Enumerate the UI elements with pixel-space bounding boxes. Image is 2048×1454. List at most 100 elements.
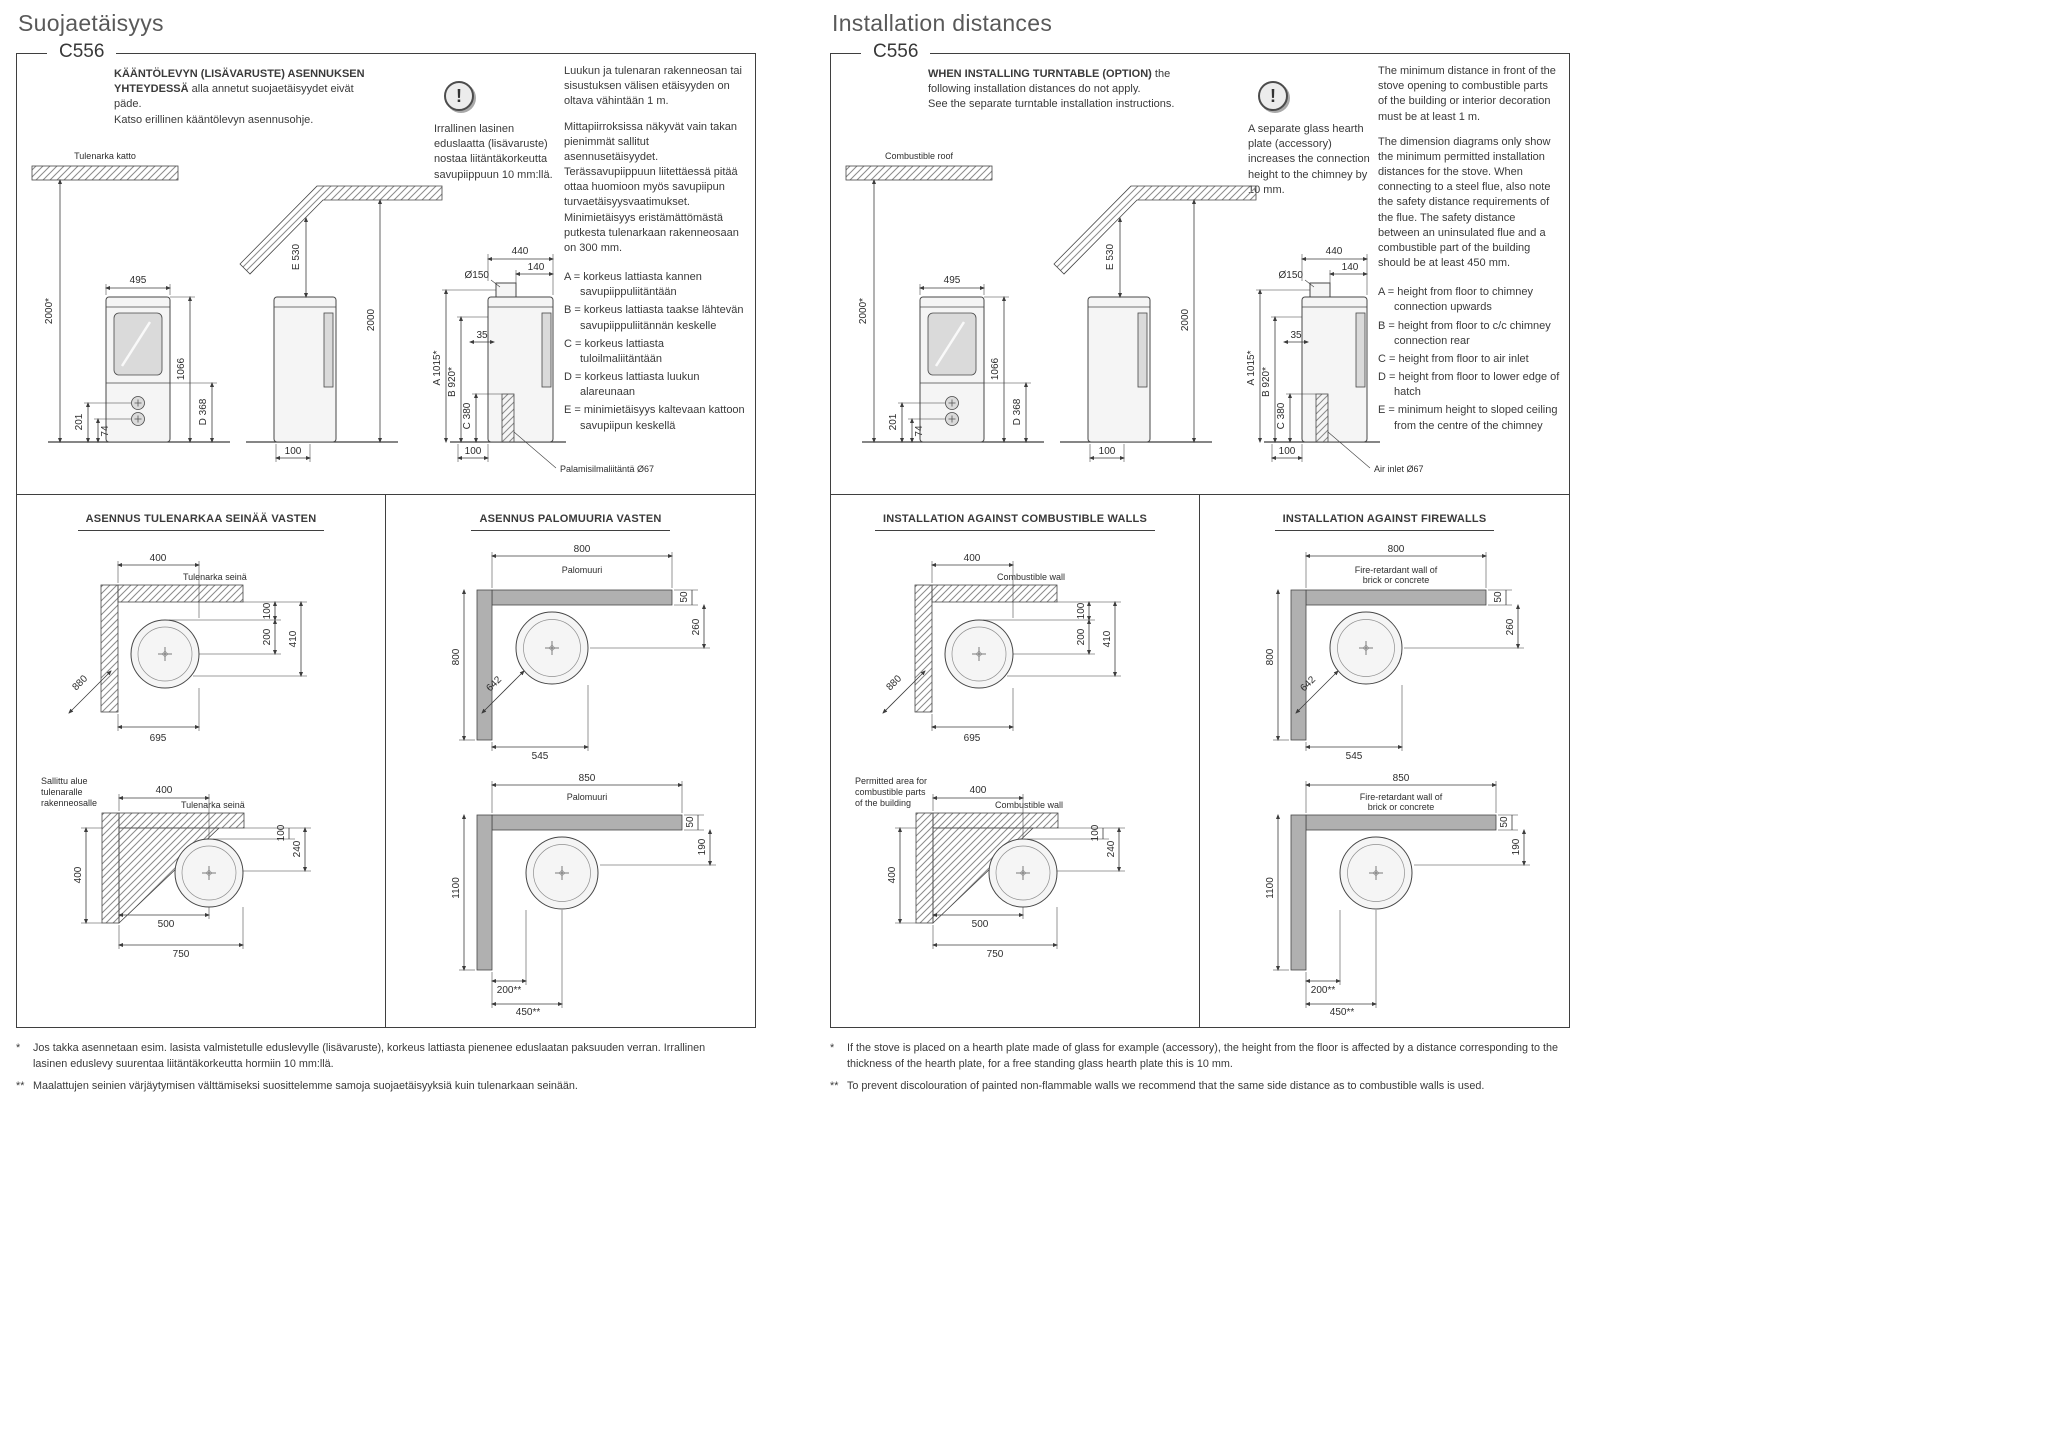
dim-190: 190: [1511, 838, 1522, 855]
dim-100: 100: [1279, 446, 1296, 457]
dim-2000: 2000: [366, 308, 377, 331]
combustible-wall-vertical: [101, 812, 120, 924]
wall-label: Combustible wall: [997, 572, 1065, 582]
dim-74: 74: [100, 425, 111, 437]
combustible-wall-horizontal: [117, 584, 244, 603]
dim-height-1066: 1066: [990, 357, 1001, 380]
footnote-mark: *: [830, 1042, 835, 1054]
panel-title: INSTALLATION AGAINST FIREWALLS: [1274, 513, 1495, 531]
dim-400: 400: [964, 553, 981, 564]
legend-item-e: E = minimietäisyys kaltevaan kattoon sav…: [564, 404, 745, 432]
dim-695: 695: [964, 733, 981, 744]
dim-50: 50: [679, 591, 690, 603]
corner-diagram-firewall-top: 800 Fire-retardant wall of brick or conc…: [1266, 545, 1524, 760]
dim-850-top: 850: [579, 773, 596, 784]
dim-d368: D 368: [1012, 398, 1023, 425]
dim-800-top: 800: [1388, 545, 1405, 555]
dimensions: 50 190 1100 200** 450**: [1266, 813, 1530, 1018]
dim-240: 240: [292, 840, 303, 857]
dim-750: 750: [173, 949, 190, 960]
footnote-2: ** Maalattujen seinien värjäytymisen väl…: [16, 1079, 756, 1095]
stove-plan: [525, 836, 599, 910]
legend-item-c: C = korkeus lattiasta tuloilmaliitäntään: [564, 337, 664, 365]
stove-side: [273, 296, 337, 443]
dim-545: 545: [532, 751, 549, 760]
manual-page: Suojaetäisyys C556 KÄÄNTÖLEVYN (LISÄVARU…: [16, 10, 756, 1102]
dim-200: 200: [1076, 628, 1087, 645]
side-glass: [1355, 312, 1366, 388]
dim-50: 50: [1493, 591, 1504, 603]
model-box: C556 WHEN INSTALLING TURNTABLE (OPTION) …: [830, 41, 1570, 1028]
stove-connection: [1301, 282, 1368, 443]
stove-plan: [988, 838, 1058, 908]
corner-diagram-firewall-bottom: 850 Palomuuri: [452, 773, 716, 1018]
firewall-vertical: [1290, 589, 1307, 741]
permitted-area-note-2: tulenaralle: [41, 787, 83, 797]
side-glass: [541, 312, 552, 388]
dim-height-1066: 1066: [176, 357, 187, 380]
footnote-text: Jos takka asennetaan esim. lasista valmi…: [33, 1042, 706, 1070]
front-view: Combustible roof: [845, 151, 1044, 444]
side-view: E 530 2000 100: [1053, 185, 1257, 462]
dimensions: 400 100 240 400 500: [73, 785, 311, 960]
dim-c380: C 380: [1276, 402, 1287, 429]
firewall-vertical: [476, 814, 493, 971]
dim-50: 50: [685, 816, 696, 828]
notes-column: The minimum distance in front of the sto…: [1378, 64, 1560, 437]
dimensions: 400 100 200 410 880: [882, 553, 1121, 744]
exclamation-glyph: !: [456, 85, 462, 106]
combustible-wall-horizontal: [932, 812, 1059, 829]
dim-35: 35: [1290, 330, 1302, 341]
legend-item-d: D = height from floor to lower edge of h…: [1378, 371, 1560, 399]
dim-410: 410: [1102, 630, 1113, 647]
dim-1100: 1100: [1266, 877, 1276, 899]
dim-100: 100: [1090, 824, 1101, 841]
dim-ceiling-height: 2000*: [858, 298, 869, 324]
stove-plan: [174, 838, 244, 908]
stove-front: [105, 296, 171, 443]
firewall-label-1: Palomuuri: [562, 565, 603, 575]
corner-diagram-combustible-top: Tulenarka seinä 400: [68, 553, 307, 744]
model-label: C556: [861, 41, 931, 63]
footnotes: * If the stove is placed on a hearth pla…: [830, 1041, 1570, 1095]
dimensions-top: 850: [490, 773, 684, 813]
stove-dimension-diagram: Combustible roof: [845, 151, 1424, 474]
combustible-wall-horizontal: [118, 812, 245, 829]
stove-dimension-diagram: Tulenarka katto: [31, 151, 654, 474]
intro-rest: alla annetut suojaetäisyydet eivät päde.: [114, 83, 354, 111]
installation-panels: INSTALLATION AGAINST COMBUSTIBLE WALLS C…: [831, 494, 1569, 1027]
stove-plan: [130, 619, 200, 689]
dim-500: 500: [972, 919, 989, 930]
stove-side: [1087, 296, 1151, 443]
front-dimensions: 2000* 495 1066 D 368 201: [858, 178, 1031, 444]
firewall-label-1: Palomuuri: [567, 792, 608, 802]
dim-880: 880: [884, 673, 904, 693]
stove-plan: [1339, 836, 1413, 910]
dim-100: 100: [465, 446, 482, 457]
roof-hatch: [31, 165, 179, 181]
firewall-label-2: brick or concrete: [1363, 575, 1430, 585]
firewall-label-2: brick or concrete: [1368, 802, 1435, 812]
stove-plan: [515, 611, 589, 685]
dim-190: 190: [697, 838, 708, 855]
dim-500: 500: [158, 919, 175, 930]
roof-label: Combustible roof: [885, 151, 954, 161]
dim-dia150: Ø150: [1279, 270, 1304, 281]
dim-1100: 1100: [452, 877, 462, 899]
panel-title: ASENNUS TULENARKAA SEINÄÄ VASTEN: [77, 513, 325, 531]
side-dimensions: E 530 2000 100: [1088, 198, 1197, 462]
dimensions: 400 100 240 400 500: [887, 785, 1125, 960]
air-inlet-coil: [1315, 393, 1329, 443]
permitted-area-note-1: Sallittu alue: [41, 776, 88, 786]
side-glass: [1137, 312, 1148, 388]
dim-440: 440: [1326, 246, 1343, 257]
corner-diagram-firewall-bottom: 850 Fire-retardant wall of brick or conc…: [1266, 773, 1530, 1018]
corner-diagram-firewall-top: 800 Palomuuri: [452, 545, 710, 760]
panel-firewalls: ASENNUS PALOMUURIA VASTEN 800 Palomuuri: [386, 495, 755, 1027]
dim-c380: C 380: [462, 402, 473, 429]
dim-695: 695: [150, 733, 167, 744]
dim-b920: B 920*: [1261, 367, 1272, 397]
dim-400-top: 400: [156, 785, 173, 796]
dim-100: 100: [276, 824, 287, 841]
dimensions-top: 800: [490, 545, 674, 588]
